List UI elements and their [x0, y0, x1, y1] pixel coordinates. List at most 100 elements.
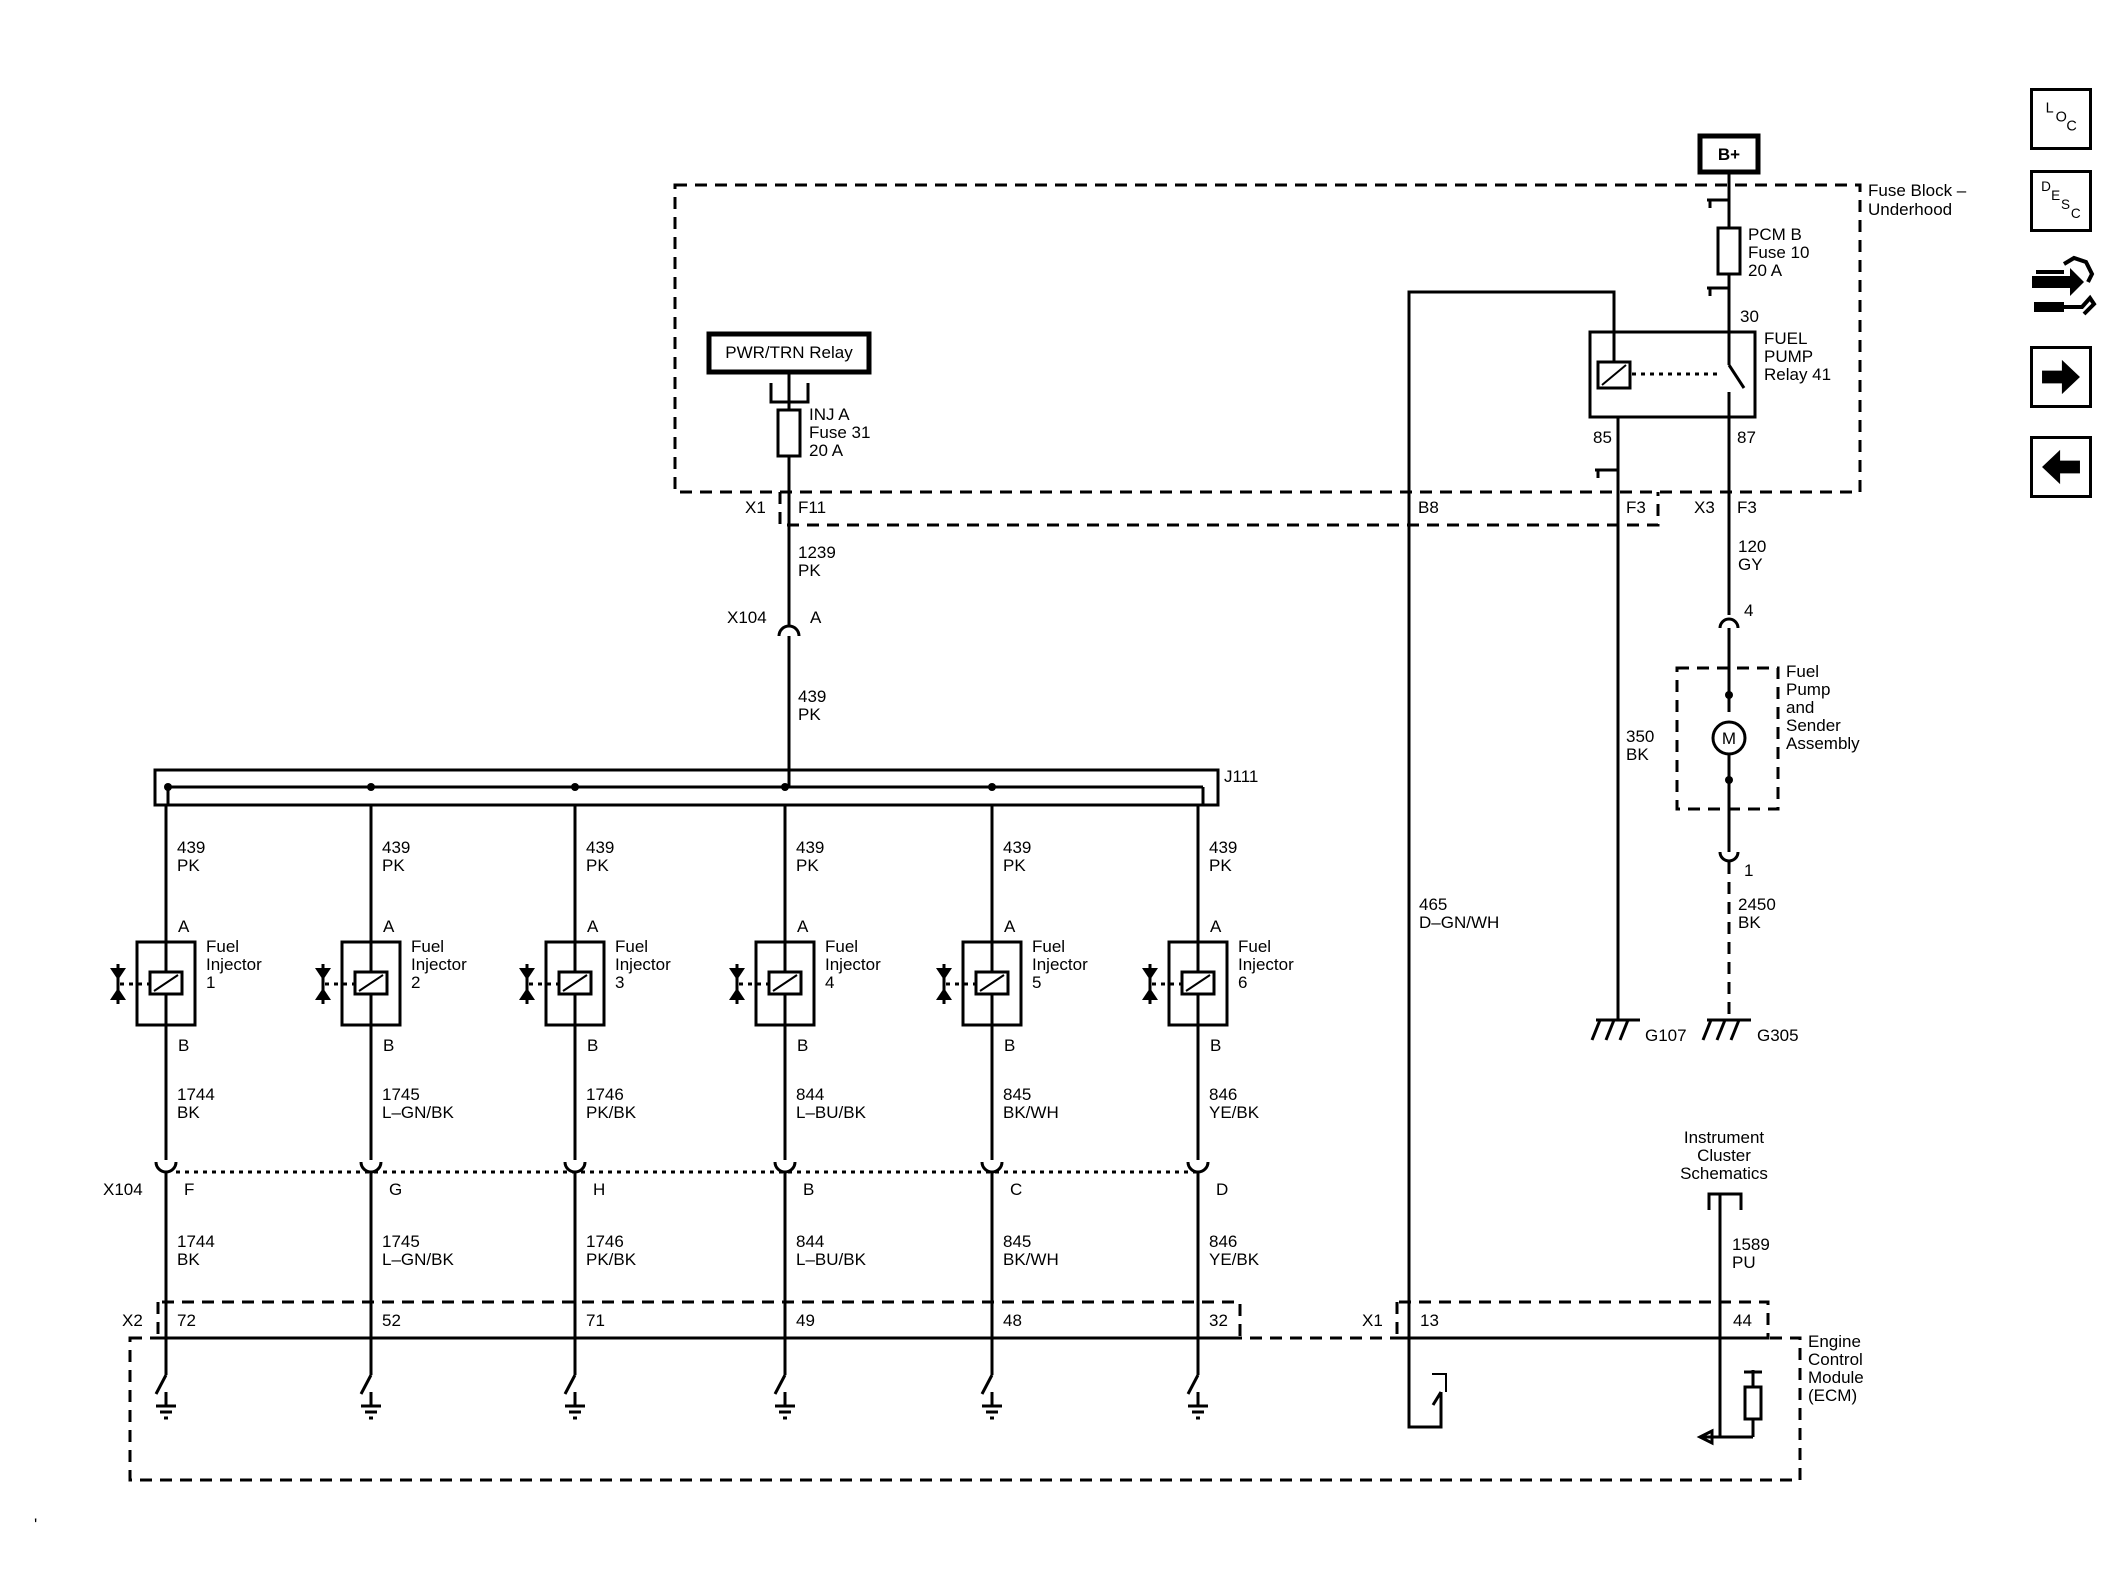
- injector-x104-pin: H: [593, 1180, 605, 1199]
- fuse-block-label-1: Fuse Block –: [1868, 181, 1967, 200]
- ecm-label-3: Module: [1808, 1368, 1864, 1387]
- conn-f3-a: F3: [1626, 498, 1646, 517]
- wire-120-color: GY: [1738, 555, 1763, 574]
- injector-number: 4: [825, 973, 834, 992]
- relay-label-1: FUEL: [1764, 329, 1807, 348]
- injector-feed-color: PK: [586, 856, 609, 875]
- relay-label-3: Relay 41: [1764, 365, 1831, 384]
- injector-ctrl-color: L–GN/BK: [382, 1103, 454, 1122]
- wire-120-circuit: 120: [1738, 537, 1766, 556]
- connector-icon: [2032, 255, 2097, 316]
- wire-1239-color: PK: [798, 561, 821, 580]
- relay-pin-87: 87: [1737, 428, 1756, 447]
- injector-ctrl-color-lower: PK/BK: [586, 1250, 637, 1269]
- desc-e: E: [2051, 188, 2060, 203]
- injector-ctrl-circuit-lower: 845: [1003, 1232, 1031, 1251]
- injector-feed-circuit: 439: [382, 838, 410, 857]
- location-button[interactable]: L O C: [2030, 88, 2092, 150]
- ic-label-2: Cluster: [1697, 1146, 1751, 1165]
- injector-pin-b: B: [797, 1036, 808, 1055]
- injector-label-1: Fuel: [411, 937, 444, 956]
- wire-439-color: PK: [798, 705, 821, 724]
- battery-box: [1697, 133, 1761, 175]
- relay-pin-30: 30: [1740, 307, 1759, 326]
- ecm-label-2: Control: [1808, 1350, 1863, 1369]
- injector-ctrl-circuit: 1745: [382, 1085, 420, 1104]
- relay-label-2: PUMP: [1764, 347, 1813, 366]
- fuel-pump-pin-1: 1: [1744, 861, 1753, 880]
- loc-l: L: [2046, 101, 2054, 117]
- injector-feed-color: PK: [1003, 856, 1026, 875]
- fuel-pump-pin-4: 4: [1744, 601, 1753, 620]
- injector-number: 3: [615, 973, 624, 992]
- wire-465-color: D–GN/WH: [1419, 913, 1499, 932]
- injector-label-2: Injector: [206, 955, 262, 974]
- conn-b8: B8: [1418, 498, 1439, 517]
- injector-label-2: Injector: [825, 955, 881, 974]
- injector-feed-circuit: 439: [796, 838, 824, 857]
- injector-ecm-pin: 32: [1209, 1311, 1228, 1330]
- conn-x2: X2: [122, 1311, 143, 1330]
- description-button[interactable]: D E S C: [2030, 170, 2092, 232]
- injectors-layer: 439PKAFuelInjector1B1744BKF1744BK72439PK…: [110, 783, 1294, 1420]
- arrow-left-icon: [2042, 449, 2080, 485]
- injector-ctrl-circuit-lower: 1746: [586, 1232, 624, 1251]
- injector-ecm-pin: 48: [1003, 1311, 1022, 1330]
- connector-icon-button[interactable]: [2026, 252, 2098, 322]
- loc-c: C: [2066, 119, 2076, 135]
- next-button[interactable]: [2030, 346, 2092, 408]
- injector-pin-a: A: [587, 917, 599, 936]
- fuel-pump-relay: [1588, 330, 1757, 419]
- conn-x1-ecm: X1: [1362, 1311, 1383, 1330]
- wire-350-color: BK: [1626, 745, 1649, 764]
- injector-ctrl-circuit-lower: 1745: [382, 1232, 420, 1251]
- pwr-trn-relay-label: PWR/TRN Relay: [725, 343, 853, 362]
- injector-ctrl-circuit: 1746: [586, 1085, 624, 1104]
- inj-fuse-rating: 20 A: [809, 441, 844, 460]
- conn-x104-bottom: X104: [103, 1180, 143, 1199]
- injector-ecm-pin: 72: [177, 1311, 196, 1330]
- injector-label-1: Fuel: [615, 937, 648, 956]
- desc-s: S: [2061, 197, 2070, 212]
- injector-feed-color: PK: [177, 856, 200, 875]
- injector-feed-color: PK: [796, 856, 819, 875]
- fuel-injector-5: [936, 783, 1023, 1420]
- injector-number: 2: [411, 973, 420, 992]
- wire-1589-circuit: 1589: [1732, 1235, 1770, 1254]
- injector-label-2: Injector: [1032, 955, 1088, 974]
- pcm-fuse-number: Fuse 10: [1748, 243, 1809, 262]
- loc-o: O: [2056, 110, 2067, 126]
- fuse-block-label-2: Underhood: [1868, 200, 1952, 219]
- injector-feed-color: PK: [382, 856, 405, 875]
- injector-ctrl-color: L–BU/BK: [796, 1103, 867, 1122]
- injector-ctrl-circuit-lower: 1744: [177, 1232, 215, 1251]
- injector-ctrl-color: BK/WH: [1003, 1103, 1059, 1122]
- injector-label-2: Injector: [411, 955, 467, 974]
- injector-pin-a: A: [797, 917, 809, 936]
- fuel-injector-2: [315, 783, 402, 1420]
- pwr-trn-relay: [706, 331, 872, 375]
- fuel-injector-6: [1142, 805, 1229, 1420]
- fuel-pump-label-4: Sender: [1786, 716, 1841, 735]
- injector-ctrl-color: PK/BK: [586, 1103, 637, 1122]
- injector-label-1: Fuel: [206, 937, 239, 956]
- injector-feed-circuit: 439: [586, 838, 614, 857]
- injector-ctrl-color-lower: BK: [177, 1250, 200, 1269]
- inj-fuse-name: INJ A: [809, 405, 850, 424]
- previous-button[interactable]: [2030, 436, 2092, 498]
- wire-465-circuit: 465: [1419, 895, 1447, 914]
- splice-j111: [153, 768, 1220, 807]
- splice-label: J111: [1224, 767, 1258, 786]
- ground-g107-label: G107: [1645, 1026, 1687, 1045]
- injector-label-2: Injector: [615, 955, 671, 974]
- ecm-boundary: [128, 1336, 1802, 1482]
- wire-2450-circuit: 2450: [1738, 895, 1776, 914]
- injector-pin-b: B: [1210, 1036, 1221, 1055]
- conn-x104-top: X104: [727, 608, 767, 627]
- injector-label-1: Fuel: [1032, 937, 1065, 956]
- wire-439-circuit: 439: [798, 687, 826, 706]
- arrow-right-icon: [2042, 359, 2080, 395]
- fuel-pump-label-1: Fuel: [1786, 662, 1819, 681]
- conn-x104-top-pin: A: [810, 608, 822, 627]
